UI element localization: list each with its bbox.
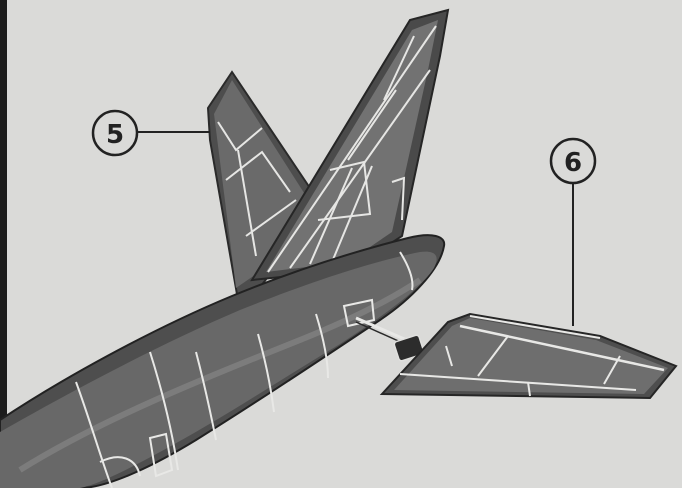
callout-6: 6 <box>551 139 595 326</box>
callout-number-6: 6 <box>564 148 582 178</box>
horizontal-tail <box>382 314 676 398</box>
callout-number-5: 5 <box>106 120 124 150</box>
callout-5: 5 <box>93 111 210 155</box>
fuselage <box>0 235 444 488</box>
